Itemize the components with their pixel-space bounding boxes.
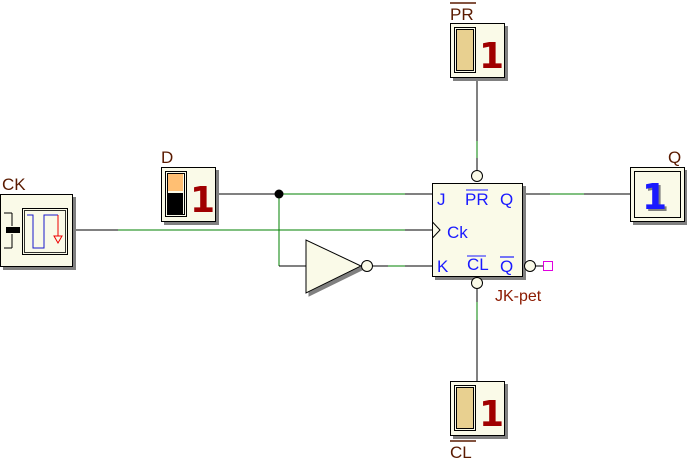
pin-ck: Ck bbox=[447, 223, 468, 242]
flipflop-name: JK-pet bbox=[495, 288, 542, 305]
d-input-value: 1 bbox=[190, 180, 215, 221]
cl-input-value: 1 bbox=[479, 394, 504, 435]
cl-input-switch[interactable] bbox=[450, 381, 505, 436]
qbar-probe[interactable] bbox=[543, 261, 553, 271]
wire-d-to-inverter[interactable] bbox=[278, 194, 306, 267]
cl-bubble-icon bbox=[471, 277, 483, 289]
q-output-value: 1 bbox=[642, 177, 667, 218]
clock-edge-icon bbox=[432, 221, 441, 239]
pin-k: K bbox=[437, 257, 449, 276]
pin-qbar: Q bbox=[500, 257, 513, 276]
d-input-label: D bbox=[161, 148, 173, 167]
pr-input-switch[interactable] bbox=[450, 23, 505, 78]
clock-button-icon[interactable] bbox=[4, 212, 20, 249]
not-gate[interactable] bbox=[305, 239, 373, 294]
q-output-label: Q bbox=[668, 148, 681, 167]
q-output-display[interactable] bbox=[630, 167, 685, 222]
pin-j: J bbox=[437, 190, 446, 209]
clock-label: CK bbox=[2, 175, 26, 194]
d-input-switch[interactable] bbox=[161, 167, 216, 222]
pin-q: Q bbox=[500, 190, 513, 209]
not-gate-bubble-icon bbox=[361, 260, 373, 272]
cl-input-label: CL bbox=[450, 443, 472, 460]
clock-waveform-icon bbox=[22, 208, 68, 255]
qbar-bubble-icon bbox=[524, 260, 536, 272]
junction-dot bbox=[274, 189, 284, 199]
pr-input-value: 1 bbox=[479, 36, 504, 77]
jk-flipflop[interactable] bbox=[432, 183, 523, 277]
pr-input-label: PR bbox=[450, 5, 474, 24]
q-output-value-shadow: 1 bbox=[644, 179, 669, 220]
pin-pr: PR bbox=[465, 190, 489, 209]
pr-bubble-icon bbox=[471, 170, 483, 182]
pin-cl: CL bbox=[467, 255, 489, 274]
